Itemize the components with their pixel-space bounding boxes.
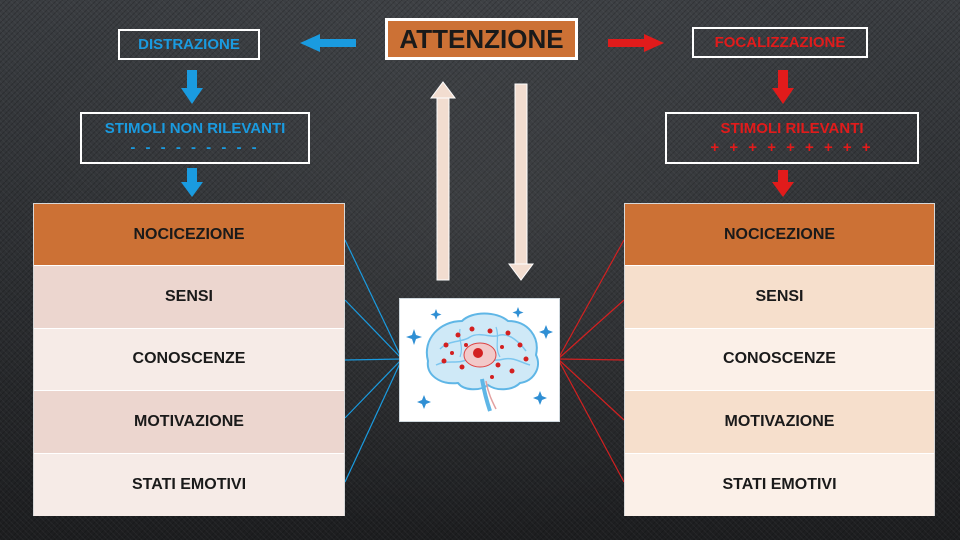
- title-box: ATTENZIONE: [385, 18, 578, 60]
- right-row-conoscenze: CONOSCENZE: [625, 328, 934, 392]
- arrow-right-icon: [608, 34, 664, 52]
- minus-signs: - - - - - - - - -: [130, 139, 260, 156]
- distraction-label: DISTRAZIONE: [138, 36, 240, 53]
- arrow-down-icon: [181, 168, 203, 197]
- arrow-down-icon: [508, 83, 534, 281]
- left-row-motivazione: MOTIVAZIONE: [34, 391, 344, 454]
- row-label: CONOSCENZE: [723, 350, 836, 368]
- right-connector-lines: [557, 239, 625, 483]
- title-text: ATTENZIONE: [399, 23, 564, 54]
- right-row-stati-emotivi: STATI EMOTIVI: [625, 453, 934, 516]
- row-label: CONOSCENZE: [132, 350, 246, 368]
- brain-illustration: [399, 298, 560, 422]
- left-row-sensi: SENSI: [34, 266, 344, 329]
- row-label: SENSI: [755, 288, 804, 306]
- row-label: SENSI: [164, 288, 213, 306]
- left-factors-table: NOCICEZIONE SENSI CONOSCENZE MOTIVAZIONE…: [33, 203, 345, 516]
- arrow-down-icon: [181, 70, 203, 104]
- relevant-stimuli-box: STIMOLI RILEVANTI + + + + + + + + +: [665, 112, 919, 164]
- focus-label-box: FOCALIZZAZIONE: [692, 27, 868, 58]
- row-label: STATI EMOTIVI: [722, 475, 837, 493]
- distraction-label-box: DISTRAZIONE: [118, 29, 260, 60]
- row-label: MOTIVAZIONE: [724, 412, 835, 430]
- arrow-down-icon: [772, 70, 794, 104]
- left-row-conoscenze: CONOSCENZE: [34, 328, 344, 392]
- arrow-up-icon: [430, 81, 456, 281]
- right-row-nocicezione: NOCICEZIONE: [625, 204, 934, 267]
- row-label: STATI EMOTIVI: [131, 475, 247, 493]
- brain-icon: [406, 307, 553, 412]
- right-factors-table: NOCICEZIONE SENSI CONOSCENZE MOTIVAZIONE…: [624, 203, 935, 516]
- row-label: NOCICEZIONE: [723, 225, 836, 243]
- plus-signs: + + + + + + + + +: [710, 139, 874, 156]
- left-row-stati-emotivi: STATI EMOTIVI: [34, 453, 344, 516]
- irrelevant-stimuli-label: STIMOLI NON RILEVANTI: [104, 120, 286, 137]
- focus-label: FOCALIZZAZIONE: [714, 34, 846, 51]
- left-row-nocicezione: NOCICEZIONE: [34, 204, 344, 267]
- relevant-stimuli-label: STIMOLI RILEVANTI: [720, 120, 864, 137]
- right-row-sensi: SENSI: [625, 266, 934, 329]
- left-connector-lines: [344, 239, 403, 483]
- row-label: NOCICEZIONE: [133, 225, 245, 243]
- arrow-left-icon: [300, 34, 356, 52]
- irrelevant-stimuli-box: STIMOLI NON RILEVANTI - - - - - - - - -: [80, 112, 310, 164]
- right-row-motivazione: MOTIVAZIONE: [625, 391, 934, 454]
- row-label: MOTIVAZIONE: [134, 412, 244, 430]
- arrow-down-icon: [772, 170, 794, 197]
